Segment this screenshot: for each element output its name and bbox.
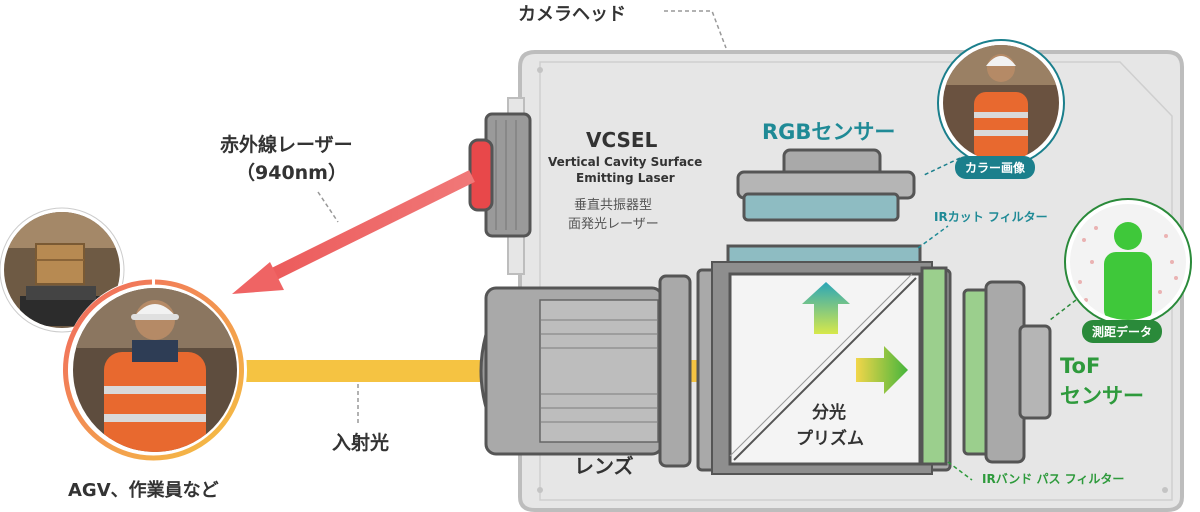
color-image-leader	[921, 157, 961, 177]
ir-band-pass-filter	[920, 266, 948, 466]
depth-data-photo	[1064, 198, 1192, 326]
color-image-pill: カラー画像	[955, 156, 1036, 179]
camera-head-leader	[664, 10, 727, 49]
ir-cut-filter-label: IRカット フィルター	[934, 210, 1048, 224]
ir-laser-label-line1: 赤外線レーザー	[220, 134, 353, 156]
vcsel-subtitle-line1: Vertical Cavity Surface	[548, 155, 703, 169]
vcsel-emitter	[468, 112, 532, 238]
lens-barrel	[479, 274, 692, 468]
ir-laser-beam	[259, 170, 475, 286]
incident-light-label: 入射光	[332, 432, 390, 454]
vcsel-jp-line2: 面発光レーザー	[568, 217, 659, 232]
ir-laser-leader	[317, 191, 339, 223]
depth-data-leader	[1049, 299, 1077, 321]
tof-sensor-label-line2: センサー	[1060, 384, 1144, 408]
vcsel-subtitle-line2: Emitting Laser	[576, 171, 675, 185]
target-label: AGV、作業員など	[68, 480, 219, 501]
ir-laser-label-line2: （940nm）	[236, 162, 347, 184]
lens-label: レンズ	[574, 454, 634, 478]
vcsel-title: VCSEL	[586, 128, 658, 152]
ir-band-leader	[947, 461, 973, 481]
target-worker-photo	[63, 278, 247, 462]
rgb-sensor-label: RGBセンサー	[762, 120, 896, 144]
color-image-photo	[937, 39, 1065, 167]
tof-split-arrow	[856, 346, 908, 394]
tof-sensor-label-line1: ToF	[1060, 354, 1101, 378]
ir-band-filter-label: IRバンド パス フィルター	[982, 472, 1125, 486]
tof-sensor	[962, 280, 1052, 464]
prism-housing	[696, 261, 952, 475]
rgb-split-arrow	[802, 282, 850, 334]
ir-laser-arrowhead	[232, 262, 284, 294]
prism-label-line2: プリズム	[796, 429, 864, 449]
prism-label-line1: 分光	[812, 403, 846, 423]
depth-data-pill: 測距データ	[1082, 320, 1163, 343]
vcsel-jp-line1: 垂直共振器型	[574, 198, 653, 213]
ir-cut-leader	[917, 225, 949, 249]
rgb-sensor	[736, 148, 916, 222]
camera-head-label: カメラヘッド	[518, 4, 626, 25]
